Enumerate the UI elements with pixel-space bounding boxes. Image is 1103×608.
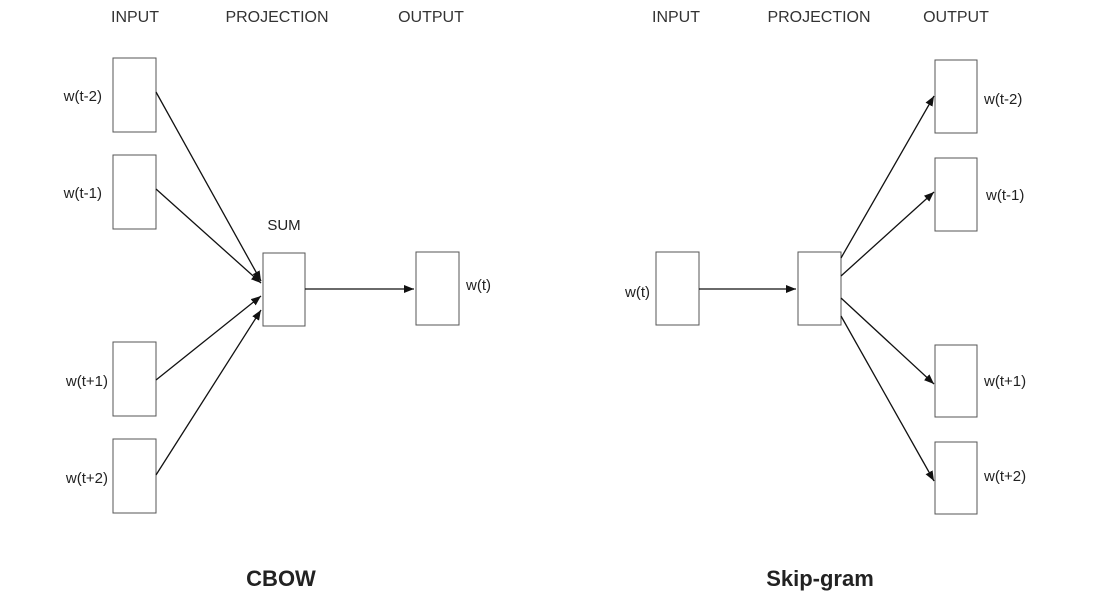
skipgram-arrow-output-2 bbox=[840, 191, 935, 277]
skipgram-arrow-output-4 bbox=[840, 315, 935, 482]
skipgram-output-box-4 bbox=[934, 441, 978, 515]
skipgram-input-header: INPUT bbox=[652, 9, 700, 26]
cbow-sum-label: SUM bbox=[267, 217, 300, 234]
skipgram-output-box-3 bbox=[934, 344, 978, 418]
cbow-arrow-input-3 bbox=[155, 295, 262, 381]
cbow-input-label-1: w(t-2) bbox=[63, 88, 102, 105]
skipgram-output-label-3: w(t+1) bbox=[983, 373, 1026, 390]
skipgram-output-box-2 bbox=[934, 157, 978, 232]
skipgram-projection-box bbox=[797, 251, 842, 326]
cbow-input-box-3 bbox=[112, 341, 157, 417]
skipgram-output-label-2: w(t-1) bbox=[985, 187, 1024, 204]
cbow-input-box-2 bbox=[112, 154, 157, 230]
skipgram-output-label-4: w(t+2) bbox=[983, 468, 1026, 485]
cbow-projection-header: PROJECTION bbox=[225, 9, 328, 26]
skipgram-output-box-1 bbox=[934, 59, 978, 134]
skipgram-title: Skip-gram bbox=[766, 566, 874, 591]
cbow-model: INPUT PROJECTION OUTPUT w(t-2) w(t-1) w(… bbox=[63, 9, 491, 591]
cbow-output-box bbox=[415, 251, 460, 326]
cbow-arrow-input-1 bbox=[155, 91, 262, 282]
cbow-input-label-2: w(t-1) bbox=[63, 185, 102, 202]
skipgram-output-header: OUTPUT bbox=[923, 9, 989, 26]
cbow-input-label-4: w(t+2) bbox=[65, 470, 108, 487]
cbow-arrow-input-4 bbox=[155, 309, 262, 476]
skipgram-projection-header: PROJECTION bbox=[767, 9, 870, 26]
cbow-input-box-4 bbox=[112, 438, 157, 514]
cbow-input-header: INPUT bbox=[111, 9, 159, 26]
cbow-arrow-input-2 bbox=[155, 188, 262, 284]
cbow-projection-box bbox=[262, 252, 306, 327]
skipgram-arrow-output-3 bbox=[840, 297, 935, 385]
skipgram-arrow-output-1 bbox=[840, 95, 935, 259]
skipgram-input-box bbox=[655, 251, 700, 326]
skipgram-model: INPUT PROJECTION OUTPUT w(t) w(t-2) w(t-… bbox=[624, 9, 1026, 591]
cbow-input-label-3: w(t+1) bbox=[65, 373, 108, 390]
cbow-title: CBOW bbox=[246, 566, 316, 591]
cbow-input-box-1 bbox=[112, 57, 157, 133]
cbow-output-header: OUTPUT bbox=[398, 9, 464, 26]
skipgram-output-label-1: w(t-2) bbox=[983, 91, 1022, 108]
skipgram-input-label: w(t) bbox=[624, 284, 650, 301]
cbow-output-label: w(t) bbox=[465, 277, 491, 294]
